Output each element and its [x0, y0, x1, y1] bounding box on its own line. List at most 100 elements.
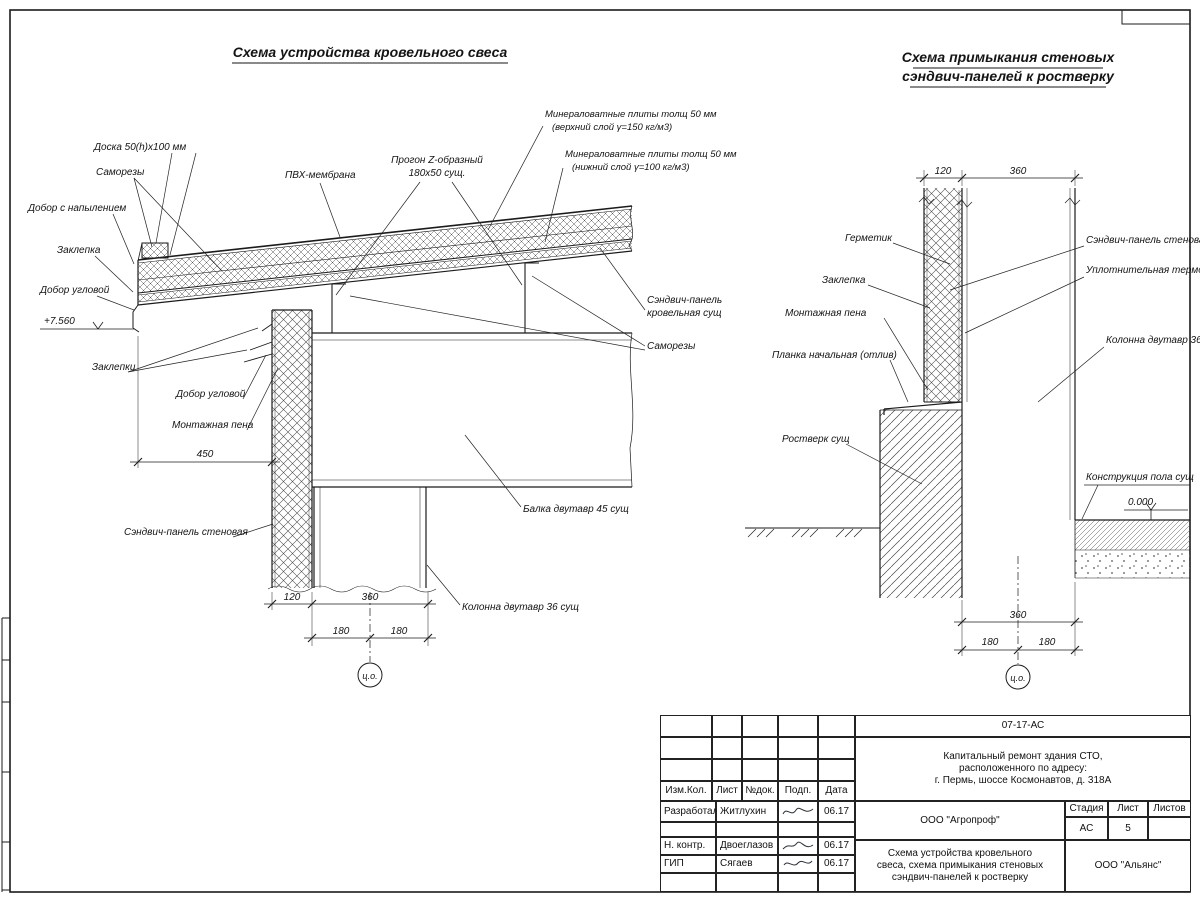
tb-name-1: Житлухин — [716, 801, 778, 822]
tb-role-1: Разработал — [660, 801, 716, 822]
dim-360: 360 — [362, 592, 379, 603]
axis-mark-right: ц.о. — [1010, 673, 1025, 683]
floor-base — [1075, 550, 1190, 578]
right-structure — [745, 188, 1190, 598]
wall-to-grillage-diagram: Схема примыкания стеновых сэндвич-панеле… — [745, 49, 1200, 690]
tb-project-line-2: расположенного по адресу: — [959, 763, 1087, 774]
tb-stage-value: АС — [1065, 817, 1108, 840]
label-sandwich-wall-right: Сэндвич-панель стеновая — [1086, 235, 1200, 246]
label-sandwich-wall: Сэндвич-панель стеновая — [124, 527, 248, 538]
corner-code-box — [1121, 9, 1191, 25]
tb-sheet-label: Лист — [1108, 801, 1148, 817]
tb-header-podp: Подп. — [778, 781, 818, 801]
left-diagram-title: Схема устройства кровельного свеса — [233, 44, 508, 60]
tb-blank-row — [818, 822, 855, 837]
wall-panel — [272, 310, 312, 588]
label-minwool-bot-2: (нижний слой γ=100 кг/м3) — [572, 162, 690, 173]
tb-name-2: Двоеглазов — [716, 837, 778, 855]
revision-cell — [660, 759, 712, 781]
tb-sheet-title-line-2: свеса, схема примыкания стеновых — [876, 860, 1044, 871]
floor-screed — [1075, 520, 1190, 550]
label-minwool-bot-1: Минераловатные плиты толщ 50 мм — [565, 149, 737, 160]
tb-blank-row — [660, 822, 716, 837]
label-pvc-membrane: ПВХ-мембрана — [285, 169, 356, 181]
label-planka: Планка начальная (отлив) — [772, 350, 897, 361]
revision-cell — [818, 737, 855, 759]
tb-date-2: 06.17 — [818, 837, 855, 855]
tb-blank-row — [716, 873, 778, 892]
tb-sheet-title: Схема устройства кровельного свеса, схем… — [855, 840, 1065, 892]
side-stamp — [1, 617, 10, 892]
tb-signature-3 — [778, 855, 818, 873]
label-progon-2: 180х50 сущ. — [409, 168, 466, 179]
axis-mark: ц.о. — [362, 671, 377, 681]
revision-cell — [712, 715, 742, 737]
title-block: Изм.Кол. Лист №док. Подп. Дата Разработа… — [660, 715, 1191, 892]
tb-project-line-1: Капитальный ремонт здания СТО, — [943, 751, 1103, 762]
tb-blank-row — [778, 873, 818, 892]
label-sandwich-roof-2: кровельная сущ — [647, 308, 722, 319]
right-dimensions — [916, 170, 1083, 690]
tb-role-2: Н. контр. — [660, 837, 716, 855]
revision-cell — [712, 737, 742, 759]
signature-stroke — [782, 841, 814, 850]
tb-project-line-3: г. Пермь, шоссе Космонавтов, д. 318А — [934, 775, 1112, 786]
label-pena-right: Монтажная пена — [785, 308, 867, 319]
tb-blank-row — [660, 873, 716, 892]
label-doska: Доска 50(h)х100 мм — [93, 142, 186, 153]
revision-cell — [778, 737, 818, 759]
dim-180b: 180 — [391, 626, 408, 637]
elevation-mark-left — [40, 321, 134, 330]
tb-sheet-title-line-1: Схема устройства кровельного — [887, 848, 1033, 859]
tb-role-3: ГИП — [660, 855, 716, 873]
eave-board — [141, 242, 169, 259]
roof-overhang-diagram: Схема устройства кровельного свеса — [27, 44, 737, 688]
revision-cell — [742, 759, 778, 781]
label-germetik: Герметик — [845, 233, 893, 244]
label-balka: Балка двутавр 45 сущ — [523, 504, 629, 515]
z-purlin-1 — [318, 283, 346, 334]
tb-signature-2 — [778, 837, 818, 855]
eave-flashing — [132, 304, 140, 333]
label-samorezy-right: Саморезы — [647, 341, 696, 352]
signature-stroke — [782, 807, 814, 814]
revision-cell — [712, 759, 742, 781]
sheet-frame — [1, 9, 1191, 893]
label-montazhnaya-pena: Монтажная пена — [172, 420, 254, 431]
label-dobor-napyleniem: Добор с напылением — [27, 202, 126, 214]
label-pol: Конструкция пола сущ — [1086, 472, 1194, 483]
tb-blank-row — [818, 873, 855, 892]
right-diagram-title-2: сэндвич-панелей к ростверку — [902, 68, 1115, 84]
tb-sheet-value: 5 — [1108, 817, 1148, 840]
label-samorezy-top: Саморезы — [96, 167, 145, 178]
wall-panel-right — [924, 188, 962, 402]
tb-header-data: Дата — [818, 781, 855, 801]
tb-document-code: 07-17-АС — [855, 715, 1191, 737]
left-dimensions — [130, 336, 436, 688]
z-purlin-2 — [511, 262, 539, 334]
tb-org-client: ООО "Альянс" — [1065, 840, 1191, 892]
dim-450: 450 — [197, 449, 214, 460]
revision-cell — [742, 737, 778, 759]
tb-date-3: 06.17 — [818, 855, 855, 873]
label-zaklepka-right: Заклепка — [822, 275, 866, 286]
label-sandwich-roof-1: Сэндвич-панель — [647, 295, 722, 306]
tb-sheet-title-line-3: сэндвич-панелей к ростверку — [891, 872, 1029, 883]
structure — [243, 262, 634, 593]
revision-cell — [660, 715, 712, 737]
dim-120: 120 — [284, 592, 301, 603]
corner-flashings — [243, 323, 273, 363]
label-rostverk: Ростверк сущ — [782, 434, 850, 445]
tb-date-1: 06.17 — [818, 801, 855, 822]
revision-cell — [778, 715, 818, 737]
tb-header-ndoc: №док. — [742, 781, 778, 801]
tb-sheets-label: Листов — [1148, 801, 1191, 817]
tb-name-3: Сягаев — [716, 855, 778, 873]
tb-sheets-value — [1148, 817, 1191, 840]
signature-stroke — [783, 860, 813, 866]
revision-cell — [818, 715, 855, 737]
dim-r120: 120 — [935, 166, 952, 177]
tb-header-izm: Изм.Кол. — [660, 781, 712, 801]
